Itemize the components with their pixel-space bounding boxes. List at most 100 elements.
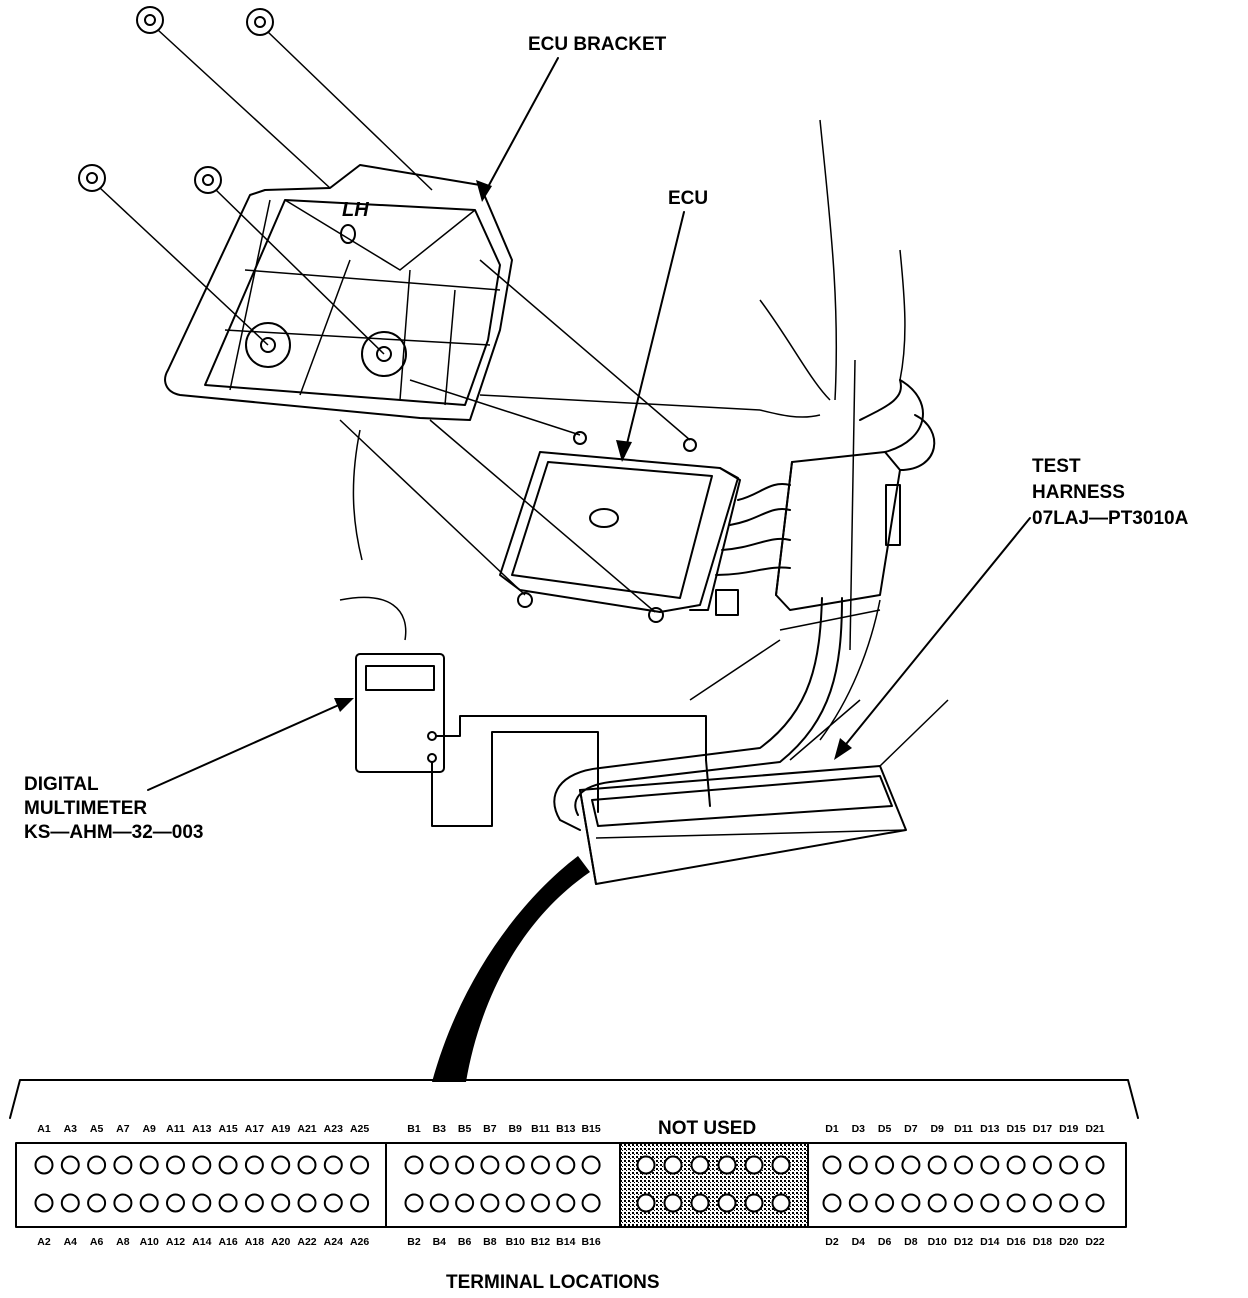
pin-label-a16: A16 bbox=[218, 1236, 237, 1248]
terminal-a11 bbox=[166, 1155, 185, 1175]
terminal-a22 bbox=[297, 1193, 317, 1213]
terminal-unused-3b bbox=[690, 1193, 710, 1213]
terminal-a12 bbox=[166, 1193, 185, 1213]
pin-label-a4: A4 bbox=[64, 1236, 78, 1248]
terminal-d19 bbox=[1059, 1155, 1079, 1175]
pin-label-d15: D15 bbox=[1006, 1123, 1025, 1135]
ecu-bracket-label: ECU BRACKET bbox=[528, 34, 667, 55]
terminal-a15 bbox=[218, 1155, 238, 1175]
pin-label-a10: A10 bbox=[140, 1236, 159, 1248]
mounting-nuts bbox=[78, 6, 691, 613]
pin-label-d5: D5 bbox=[878, 1123, 892, 1135]
pin-label-b11: B11 bbox=[531, 1123, 550, 1135]
terminal-a9 bbox=[139, 1155, 159, 1175]
terminal-unused-2b bbox=[663, 1193, 683, 1213]
ecu-label: ECU bbox=[668, 188, 708, 209]
pin-label-a9: A9 bbox=[142, 1123, 156, 1135]
terminal-d4 bbox=[848, 1193, 868, 1213]
pin-label-a11: A11 bbox=[166, 1123, 185, 1135]
pin-label-a18: A18 bbox=[245, 1236, 264, 1248]
terminal-d17 bbox=[1032, 1155, 1052, 1175]
pin-label-b6: B6 bbox=[458, 1236, 472, 1248]
multimeter-label-line3: KS—AHM—32—003 bbox=[24, 822, 204, 843]
terminal-d14 bbox=[980, 1193, 1000, 1213]
callout-wedge bbox=[432, 856, 590, 1082]
pin-label-d1: D1 bbox=[825, 1123, 839, 1135]
pin-label-a1: A1 bbox=[37, 1123, 51, 1135]
pin-label-a17: A17 bbox=[245, 1123, 264, 1135]
pin-label-b10: B10 bbox=[506, 1236, 525, 1248]
terminal-a25 bbox=[350, 1155, 370, 1175]
pin-label-a5: A5 bbox=[90, 1123, 104, 1135]
terminal-b16 bbox=[581, 1193, 601, 1213]
terminal-unused-6b bbox=[771, 1193, 791, 1213]
terminal-a1 bbox=[34, 1155, 54, 1175]
terminal-d9 bbox=[927, 1155, 947, 1175]
pin-label-d11: D11 bbox=[954, 1123, 973, 1135]
terminal-unused-2 bbox=[663, 1155, 683, 1175]
pin-label-a26: A26 bbox=[350, 1236, 369, 1248]
pin-label-d17: D17 bbox=[1033, 1123, 1052, 1135]
pin-label-b5: B5 bbox=[458, 1123, 472, 1135]
terminal-unused-1b bbox=[636, 1193, 656, 1213]
terminal-unused-4b bbox=[717, 1193, 737, 1213]
pin-label-b14: B14 bbox=[556, 1236, 575, 1248]
callout-labels: ECU BRACKET ECU TEST HARNESS 07LAJ—PT301… bbox=[24, 34, 1189, 843]
pin-label-d9: D9 bbox=[930, 1123, 944, 1135]
pin-label-d14: D14 bbox=[980, 1236, 999, 1248]
terminal-b1 bbox=[404, 1155, 424, 1175]
terminal-b3 bbox=[429, 1155, 449, 1175]
terminal-a3 bbox=[60, 1155, 80, 1175]
pin-label-d19: D19 bbox=[1059, 1123, 1078, 1135]
terminal-b14 bbox=[556, 1193, 576, 1213]
terminal-a20 bbox=[271, 1193, 291, 1213]
terminal-a5 bbox=[87, 1155, 107, 1175]
terminal-b7 bbox=[480, 1155, 500, 1175]
pin-label-b13: B13 bbox=[556, 1123, 575, 1135]
pin-label-a13: A13 bbox=[192, 1123, 211, 1135]
terminal-b8 bbox=[480, 1193, 500, 1213]
ecu-unit bbox=[499, 431, 791, 623]
terminal-a13 bbox=[192, 1155, 212, 1175]
pin-label-b9: B9 bbox=[508, 1123, 522, 1135]
terminal-a19 bbox=[271, 1155, 291, 1175]
terminal-d11 bbox=[954, 1155, 973, 1175]
multimeter-label-line2: MULTIMETER bbox=[24, 798, 147, 819]
terminal-d6 bbox=[875, 1193, 895, 1213]
terminal-d1 bbox=[822, 1155, 842, 1175]
pin-label-d22: D22 bbox=[1085, 1236, 1104, 1248]
terminal-b11 bbox=[531, 1155, 550, 1175]
terminal-d12 bbox=[954, 1193, 973, 1213]
terminal-unused-5b bbox=[744, 1193, 764, 1213]
pin-label-b12: B12 bbox=[531, 1236, 550, 1248]
pin-label-b8: B8 bbox=[483, 1236, 497, 1248]
pin-label-d21: D21 bbox=[1085, 1123, 1104, 1135]
terminal-b4 bbox=[429, 1193, 449, 1213]
pin-label-b15: B15 bbox=[581, 1123, 600, 1135]
pin-label-d20: D20 bbox=[1059, 1236, 1078, 1248]
terminal-b5 bbox=[455, 1155, 475, 1175]
pin-label-a25: A25 bbox=[350, 1123, 369, 1135]
pin-label-a21: A21 bbox=[297, 1123, 316, 1135]
terminal-a16 bbox=[218, 1193, 238, 1213]
pin-label-d3: D3 bbox=[852, 1123, 866, 1135]
pin-label-d6: D6 bbox=[878, 1236, 892, 1248]
terminal-d10 bbox=[927, 1193, 947, 1213]
terminal-a17 bbox=[244, 1155, 264, 1175]
pin-label-a24: A24 bbox=[324, 1236, 343, 1248]
terminal-a24 bbox=[323, 1193, 343, 1213]
not-used-label: NOT USED bbox=[658, 1118, 756, 1139]
harness-adapter bbox=[553, 379, 936, 831]
terminal-d7 bbox=[901, 1155, 921, 1175]
multimeter-label-line1: DIGITAL bbox=[24, 774, 99, 795]
pin-label-d2: D2 bbox=[825, 1236, 839, 1248]
terminal-a2 bbox=[34, 1193, 54, 1213]
terminal-b9 bbox=[505, 1155, 525, 1175]
terminal-b10 bbox=[505, 1193, 525, 1213]
terminal-d18 bbox=[1032, 1193, 1052, 1213]
pin-label-a6: A6 bbox=[90, 1236, 104, 1248]
terminal-a8 bbox=[113, 1193, 133, 1213]
terminal-locations-title: TERMINAL LOCATIONS bbox=[446, 1272, 660, 1293]
ecu-bracket: LH bbox=[164, 164, 513, 421]
